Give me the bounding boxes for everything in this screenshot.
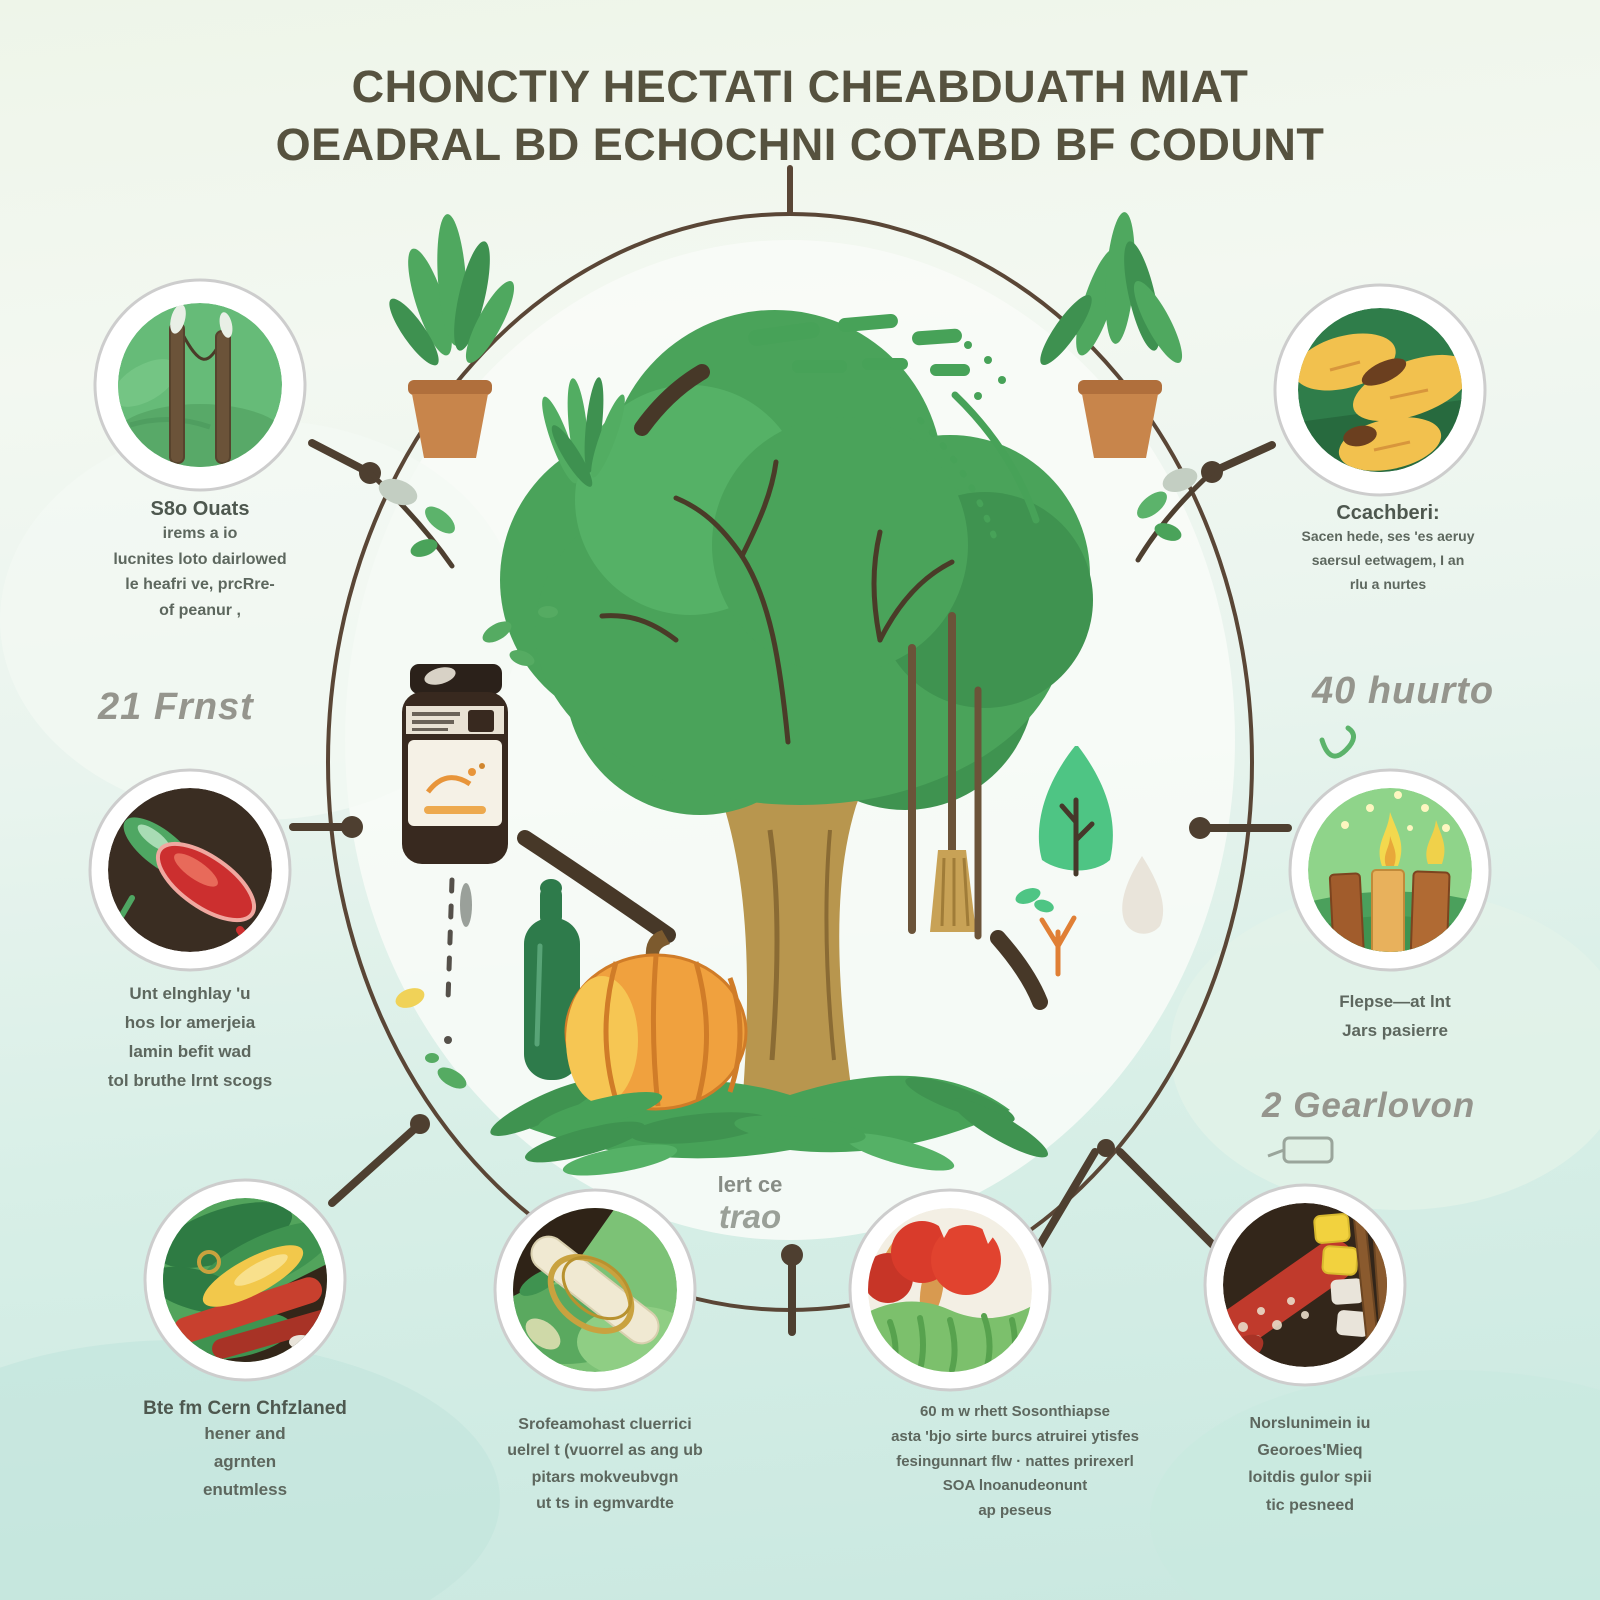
node-bottom-right (1203, 1183, 1407, 1387)
node-bottom-center-left (493, 1188, 697, 1392)
caption-top-right-body: Sacen hede, ses 'es aeruy saersul eetwag… (1301, 528, 1475, 592)
label-2-gearlovon: 2 Gearlovon (1262, 1086, 1476, 1125)
caption-bottom-center-right-body: 60 m w rhett Sosonthiapse asta 'bjo sirt… (891, 1403, 1139, 1519)
leaf-check-doodle (1319, 725, 1356, 759)
label-21-frnst: 21 Frnst (98, 686, 254, 728)
grass-tuft (542, 377, 625, 487)
caption-bottom-center-right: 60 m w rhett Sosonthiapse asta 'bjo sirt… (800, 1400, 1230, 1524)
radishes-icon (108, 788, 272, 952)
salami-spices-icon (1223, 1203, 1387, 1367)
caption-mid-right-body: Flepse—at lnt Jars pasierre (1339, 992, 1451, 1040)
pumpkin-icon (564, 930, 748, 1111)
wind-dashes (748, 313, 1006, 400)
caption-bottom-left: Bte fm Cern Chfzlaned hener and agrnten … (45, 1398, 445, 1504)
label-40-huurto: 40 huurto (1312, 670, 1495, 712)
node-top-left (93, 278, 307, 492)
wind-curve (951, 391, 1040, 524)
bread-roots-icon (1298, 308, 1462, 472)
caption-bottom-left-heading: Bte fm Cern Chfzlaned (143, 1398, 347, 1419)
center-label-line1: lert ce (717, 1172, 783, 1197)
center-label-line2: trao (718, 1198, 782, 1235)
node-mid-left (88, 768, 292, 972)
page-title-line1: CHONCTIY HECTATI CHEABDUATH MIAT (351, 61, 1249, 112)
tulips-produce-icon (868, 1208, 1032, 1372)
node-top-right (1273, 283, 1487, 497)
caption-bottom-left-body: hener and agrnten enutmless (202, 1424, 288, 1500)
tree-branch-veins (599, 459, 955, 745)
sprout-icon (1039, 915, 1077, 977)
caption-bottom-right: Norslunimein iu Georoes'Mieq loitdis gul… (1140, 1410, 1480, 1519)
cycle-arcs (517, 364, 1048, 1010)
teardrop-icon (1122, 856, 1164, 934)
leek-ring-icon (513, 1208, 677, 1372)
page-title: CHONCTIY HECTATI CHEABDUATH MIAT OEADRAL… (0, 58, 1600, 173)
page-title-line2: OEADRAL BD ECHOCHNI COTABD BF CODUNT (275, 118, 1325, 170)
caption-mid-left: Unt elnghlay 'u hos lor amerjeia lamin b… (22, 980, 358, 1096)
node-bottom-left (143, 1178, 347, 1382)
caption-bottom-center-left-body: Srofeamohast cluerrici uelrel t (vuorrel… (507, 1416, 703, 1513)
caption-top-right-heading: Ccachberi: (1336, 502, 1440, 524)
compost-bins-icon (1308, 788, 1472, 952)
caption-mid-right: Flepse—at lnt Jars pasierre (1245, 988, 1545, 1046)
caption-mid-left-body: Unt elnghlay 'u hos lor amerjeia lamin b… (107, 984, 273, 1090)
caption-bottom-right-body: Norslunimein iu Georoes'Mieq loitdis gul… (1248, 1415, 1372, 1514)
peels-rhubarb-icon (163, 1198, 327, 1362)
small-tree-icon (1015, 746, 1113, 913)
jar-icon (395, 664, 508, 1089)
caption-top-right: Ccachberi: Sacen hede, ses 'es aeruy sae… (1230, 502, 1546, 596)
caption-top-left-body: irems a io lucnites loto dairlowed le he… (113, 525, 287, 619)
cart-doodle (1267, 1136, 1334, 1164)
tree-illustration (500, 310, 1093, 1108)
falling-leaves (482, 606, 558, 666)
potted-plant-left (389, 214, 515, 458)
broom-and-stakes (908, 612, 982, 940)
potted-plant-right (1040, 212, 1183, 458)
garden-stakes-icon (118, 303, 282, 467)
caption-top-left-heading: S8o Ouats (150, 498, 250, 520)
front-grass (537, 1092, 866, 1145)
center-label: lert ce trao (650, 1172, 850, 1236)
caption-top-left: S8o Ouats irems a io lucnites loto dairl… (30, 498, 370, 623)
node-bottom-center-right (848, 1188, 1052, 1392)
node-mid-right (1288, 768, 1492, 972)
connector-leaves (378, 467, 1198, 557)
wind-curve-dotted (917, 417, 999, 545)
caption-bottom-center-left: Srofeamohast cluerrici uelrel t (vuorrel… (415, 1412, 795, 1518)
